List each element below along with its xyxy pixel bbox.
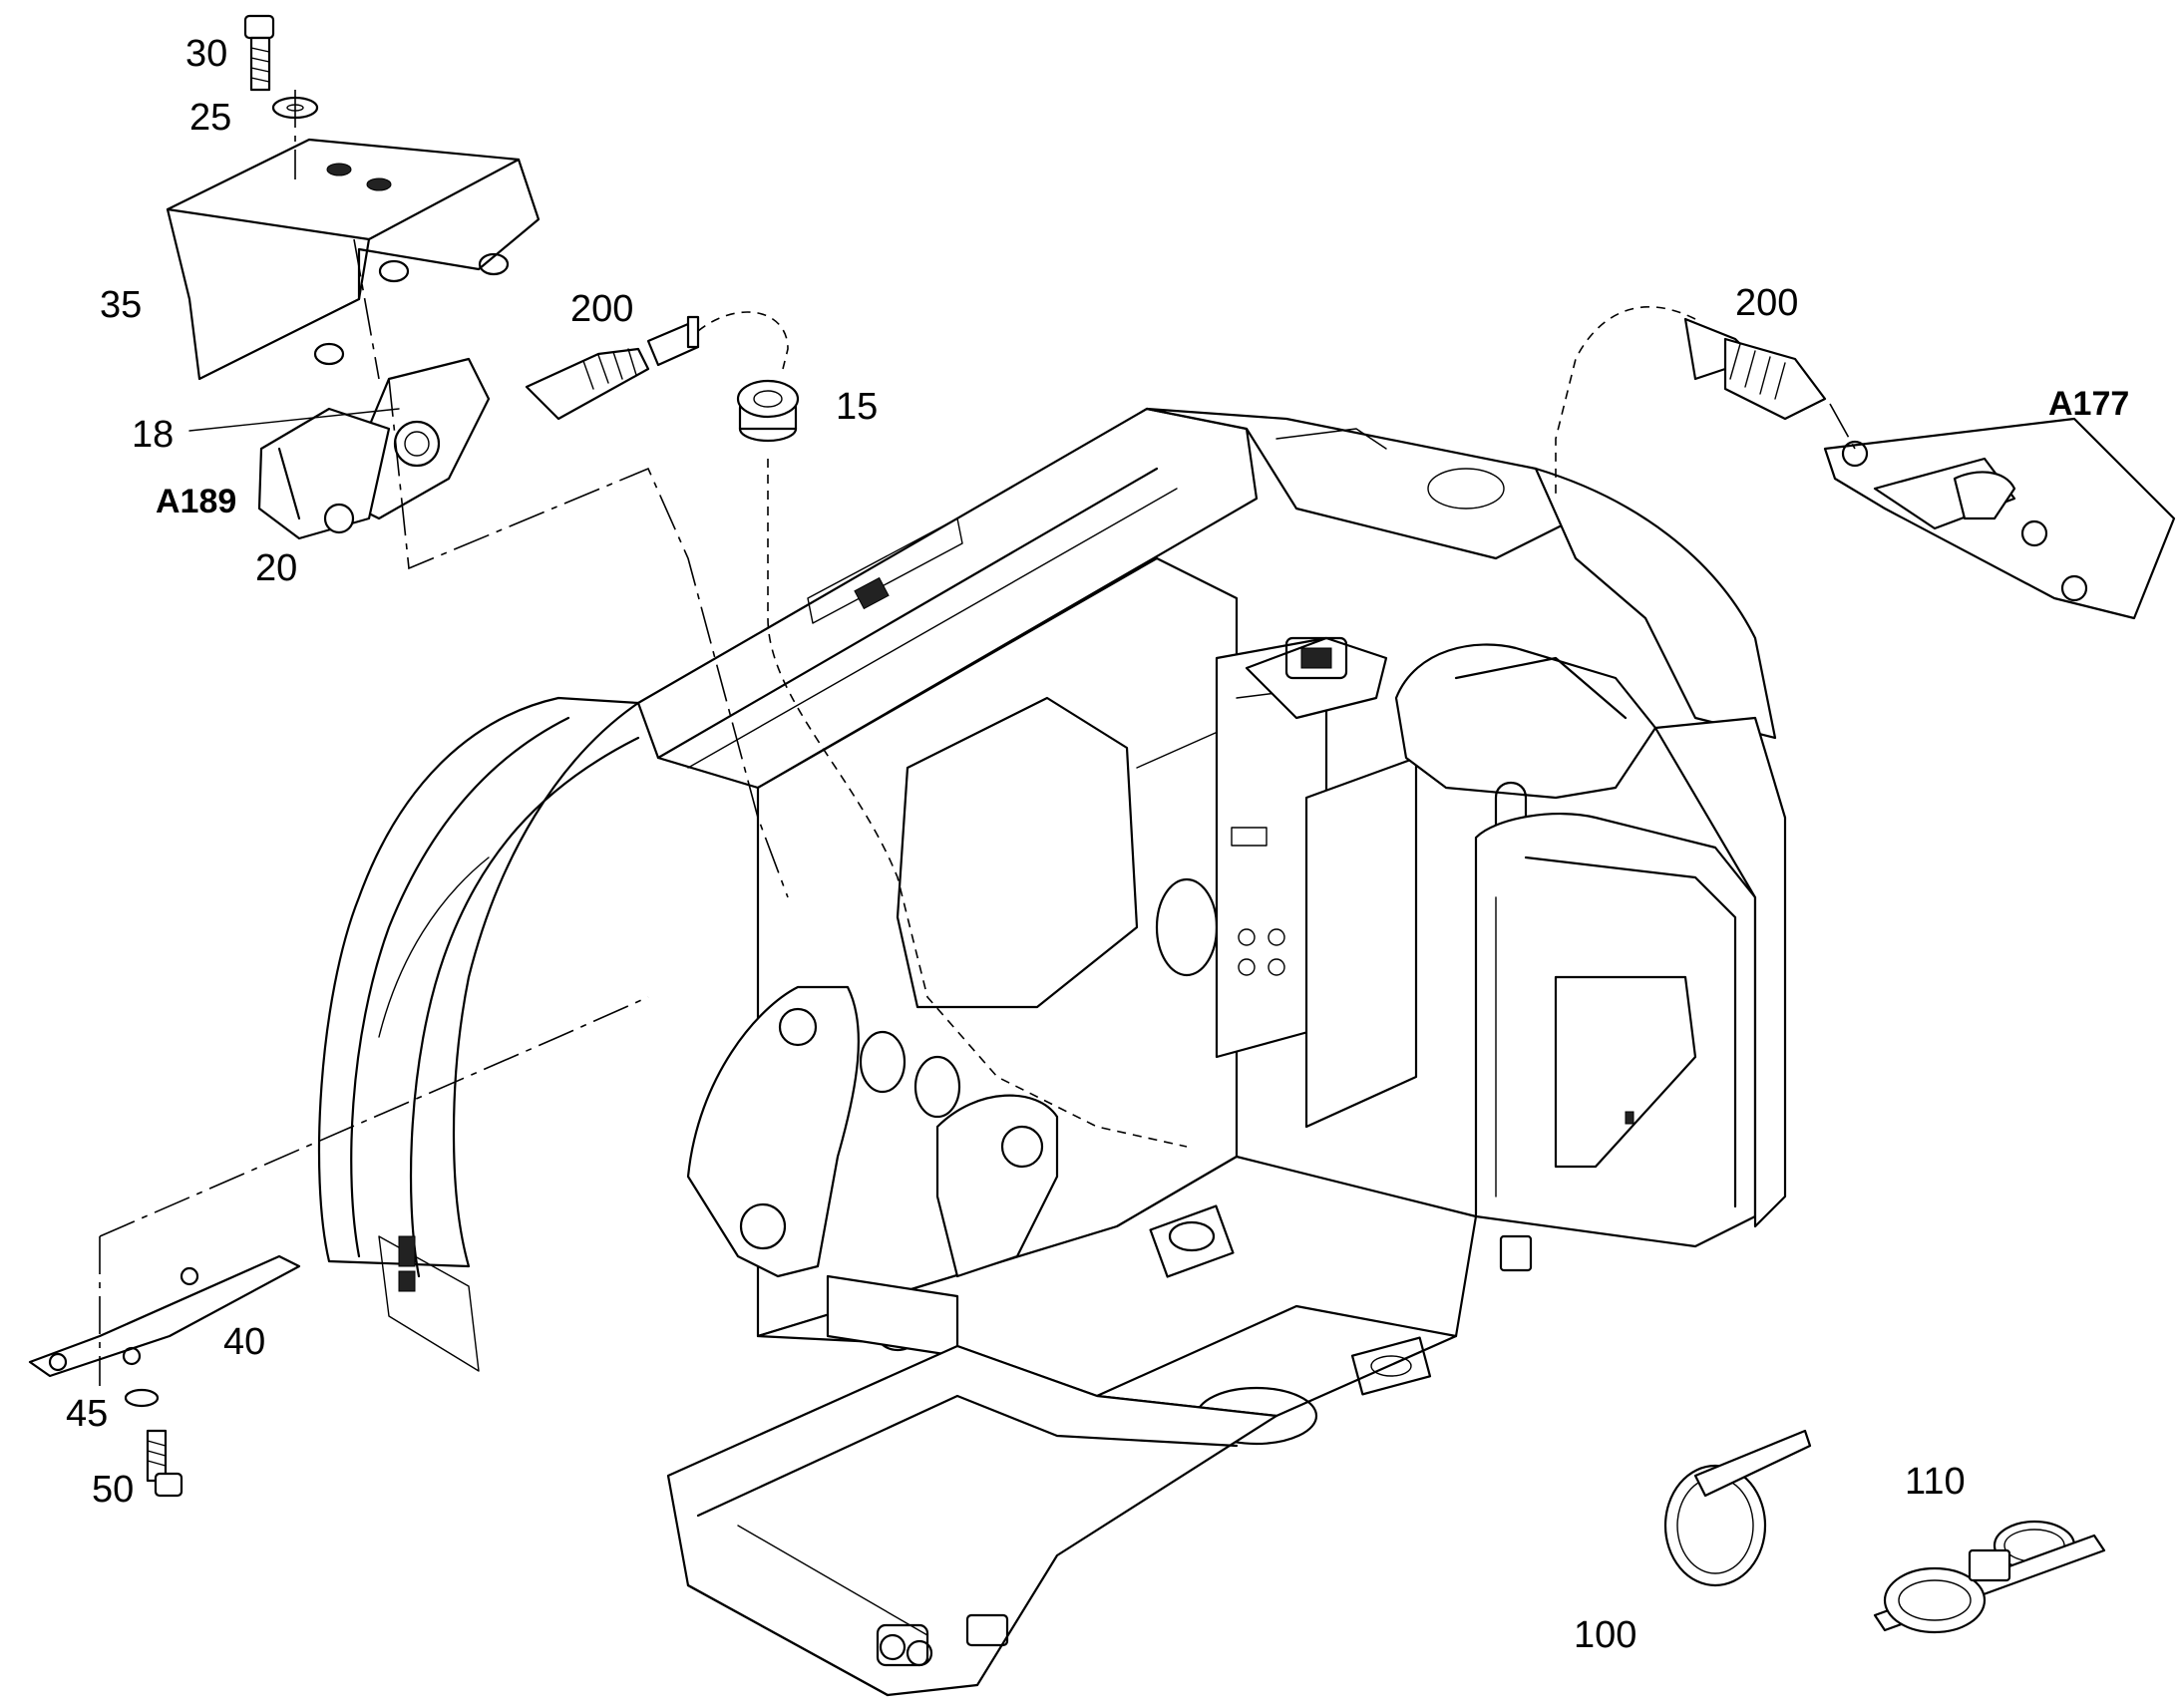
camera-a189 [257, 357, 491, 540]
callout-35: 35 [100, 284, 142, 326]
callout-45: 45 [66, 1393, 108, 1435]
main-frame-body [317, 407, 1787, 1697]
callout-40: 40 [223, 1321, 265, 1363]
cable-tie-100 [1663, 1429, 1812, 1587]
washer-45 [124, 1388, 160, 1408]
mirror-bracket-a177 [1555, 306, 2176, 620]
callout-100: 100 [1574, 1614, 1636, 1656]
callout-200-right: 200 [1735, 282, 1798, 324]
cable-tie-110 [1873, 1520, 2106, 1634]
callout-30: 30 [185, 33, 227, 75]
bolt-30 [243, 14, 275, 92]
callout-25: 25 [189, 97, 231, 139]
cover-plate-40 [28, 996, 649, 1386]
callout-18: 18 [132, 414, 174, 456]
callout-110: 110 [1905, 1461, 1966, 1503]
callout-a177: A177 [2048, 385, 2129, 423]
leader-18 [188, 408, 400, 432]
callout-50: 50 [92, 1469, 134, 1511]
callout-20: 20 [255, 547, 297, 589]
bracket-35 [166, 138, 541, 381]
grommet-15 [736, 379, 800, 443]
cable-connector-200-left [525, 315, 700, 421]
callout-200-left: 200 [570, 288, 633, 330]
bolt-50 [146, 1429, 183, 1498]
mirror-bracket-assembly [166, 14, 1188, 1148]
callout-a189: A189 [156, 483, 236, 520]
callout-15: 15 [836, 386, 878, 428]
